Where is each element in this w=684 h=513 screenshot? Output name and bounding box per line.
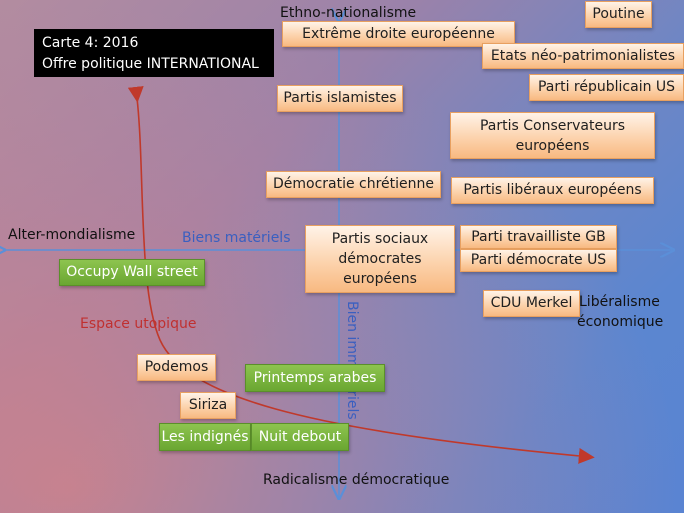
box-sociaux-democrates: Partis sociaux démocrates européens [305,225,455,293]
box-occupy-wall-street: Occupy Wall street [59,259,205,286]
box-partis-conservateurs: Partis Conservateurs européens [450,112,655,159]
zone-label-utopia: Espace utopique [80,316,197,332]
box-democratie-chretienne: Démocratie chrétienne [266,171,441,198]
box-parti-democrate-us: Parti démocrate US [460,249,617,272]
box-parti-travailliste-gb: Parti travailliste GB [460,225,617,249]
box-nuit-debout: Nuit debout [251,423,349,451]
box-podemos: Podemos [137,354,216,381]
box-partis-islamistes: Partis islamistes [277,85,403,112]
box-poutine: Poutine [585,1,652,28]
box-etats-neo-patrimonialistes: Etats néo-patrimonialistes [482,43,684,69]
horizontal-axis-name: Biens matériels [182,230,291,246]
axis-label-right-line2: économique [577,314,664,330]
box-extreme-droite: Extrême droite européenne [282,21,515,47]
box-parti-republicain-us: Parti républicain US [529,74,684,101]
vertical-axis-name: Bien immatériels [344,301,360,420]
map-title-line1: Carte 4: 2016 [42,35,139,51]
axis-label-left: Alter-mondialisme [8,227,136,243]
axis-label-bottom: Radicalisme démocratique [263,472,450,488]
box-partis-liberaux: Partis libéraux européens [451,177,654,204]
box-printemps-arabes: Printemps arabes [245,364,385,392]
axis-label-top: Ethno-nationalisme [280,5,417,21]
axis-label-right-line1: Libéralisme [579,294,660,310]
map-title-line2: Offre politique INTERNATIONAL [42,56,259,72]
map-title-box: Carte 4: 2016 Offre politique INTERNATIO… [34,29,274,77]
box-les-indignes: Les indignés [159,423,251,451]
box-cdu-merkel: CDU Merkel [483,290,580,317]
box-siriza: Siriza [180,392,236,419]
